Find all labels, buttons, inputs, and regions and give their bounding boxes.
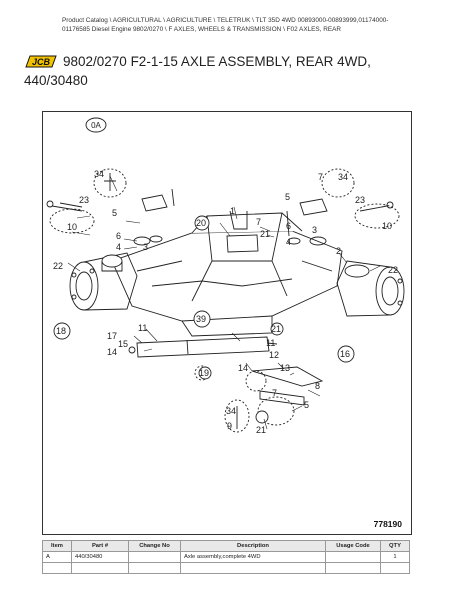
callout-34-left: 34 xyxy=(94,169,104,179)
cell-part-number[interactable]: 440/30480 xyxy=(71,551,129,563)
callout-12: 12 xyxy=(269,350,279,360)
callout-2: 2 xyxy=(336,246,341,256)
callout-4-left: 4 xyxy=(116,242,121,252)
cell-item xyxy=(42,562,72,574)
reference-number: 778190 xyxy=(373,519,402,529)
left-kingpin-parts xyxy=(46,168,175,246)
cell-qty: 1 xyxy=(380,551,410,563)
header-part-number: Part # xyxy=(71,540,129,552)
callout-20: 20 xyxy=(196,218,206,228)
right-kingpin-parts xyxy=(286,168,400,246)
callout-21-bottom: 21 xyxy=(256,425,266,435)
callout-5-lower: 5 xyxy=(304,400,309,410)
parts-table: Item Part # Change No Description Usage … xyxy=(42,540,410,574)
cell-change-no xyxy=(128,562,181,574)
page-title: 9802/0270 F2-1-15 AXLE ASSEMBLY, REAR 4W… xyxy=(63,54,371,69)
callout-5-left: 5 xyxy=(112,208,117,218)
callout-11-right: 11 xyxy=(266,338,275,348)
callout-22-right: 22 xyxy=(388,265,398,275)
callout-16: 16 xyxy=(340,349,350,359)
parts-table-header: Item Part # Change No Description Usage … xyxy=(42,540,410,552)
callout-numbers: 34 5 23 10 6 4 3 22 18 17 14 11 15 20 39… xyxy=(53,169,398,435)
callout-7-right: 7 xyxy=(318,172,323,182)
callout-22-left: 22 xyxy=(53,261,63,271)
header-item: Item xyxy=(42,540,72,552)
callout-18: 18 xyxy=(56,326,66,336)
track-rod-end xyxy=(224,390,305,433)
callout-23-left: 23 xyxy=(79,195,89,205)
axle-exploded-diagram: 0A xyxy=(46,117,405,435)
callout-39: 39 xyxy=(196,314,206,324)
header-qty: QTY xyxy=(380,540,410,552)
callout-10-left: 10 xyxy=(67,222,77,232)
header-usage-code: Usage Code xyxy=(325,540,381,552)
breadcrumb: Product Catalog \ AGRICULTURAL \ AGRICUL… xyxy=(62,17,389,33)
callout-21-center: 21 xyxy=(260,229,270,239)
cell-change-no xyxy=(128,551,181,563)
callout-7-center: 7 xyxy=(256,217,261,227)
cell-usage-code xyxy=(325,562,381,574)
callout-19: 19 xyxy=(199,368,209,378)
left-hub-assembly xyxy=(69,252,138,311)
callout-1: 1 xyxy=(230,206,235,216)
page-title-part-number: 440/30480 xyxy=(24,73,88,88)
view-label: 0A xyxy=(91,121,101,130)
callout-34-lower: 34 xyxy=(226,406,236,416)
jcb-logo: JCB xyxy=(25,55,57,68)
callout-9: 9 xyxy=(227,421,232,431)
table-row xyxy=(42,562,410,574)
right-hub-assembly xyxy=(336,260,405,317)
steering-cylinder xyxy=(128,336,324,392)
view-label-oval xyxy=(85,117,107,133)
logo-text: JCB xyxy=(32,57,51,67)
table-row[interactable]: A 440/30480 Axle assembly,complete 4WD 1 xyxy=(42,551,410,563)
callout-34-right: 34 xyxy=(338,172,348,182)
callout-6-right: 6 xyxy=(286,221,291,231)
diagram-frame xyxy=(42,111,412,535)
header-description: Description xyxy=(180,540,326,552)
cell-description xyxy=(180,562,326,574)
callout-4-right: 4 xyxy=(286,237,291,247)
callout-23-right: 23 xyxy=(355,195,365,205)
cell-item: A xyxy=(42,551,72,563)
callout-3-right: 3 xyxy=(312,225,317,235)
callout-15: 15 xyxy=(118,339,128,349)
callout-21-lower: 21 xyxy=(271,324,281,334)
callout-3-left: 3 xyxy=(143,242,148,252)
axle-housing xyxy=(111,210,343,337)
callout-7-lower: 7 xyxy=(272,388,277,398)
cell-description: Axle assembly,complete 4WD xyxy=(180,551,326,563)
callout-10-right: 10 xyxy=(382,221,392,231)
callout-13: 13 xyxy=(280,363,290,373)
cell-usage-code xyxy=(325,551,381,563)
callout-17: 17 xyxy=(107,331,117,341)
callout-5-right: 5 xyxy=(285,192,290,202)
leader-lines xyxy=(67,175,381,430)
header-change-no: Change No xyxy=(128,540,181,552)
callout-14-left: 14 xyxy=(107,347,117,357)
callout-8: 8 xyxy=(315,381,320,391)
callout-11-left: 11 xyxy=(138,323,147,333)
callout-bubbles xyxy=(53,215,355,424)
callout-14-right: 14 xyxy=(238,363,248,373)
callout-6-left: 6 xyxy=(116,231,121,241)
cell-qty xyxy=(380,562,410,574)
cell-part-number xyxy=(71,562,129,574)
